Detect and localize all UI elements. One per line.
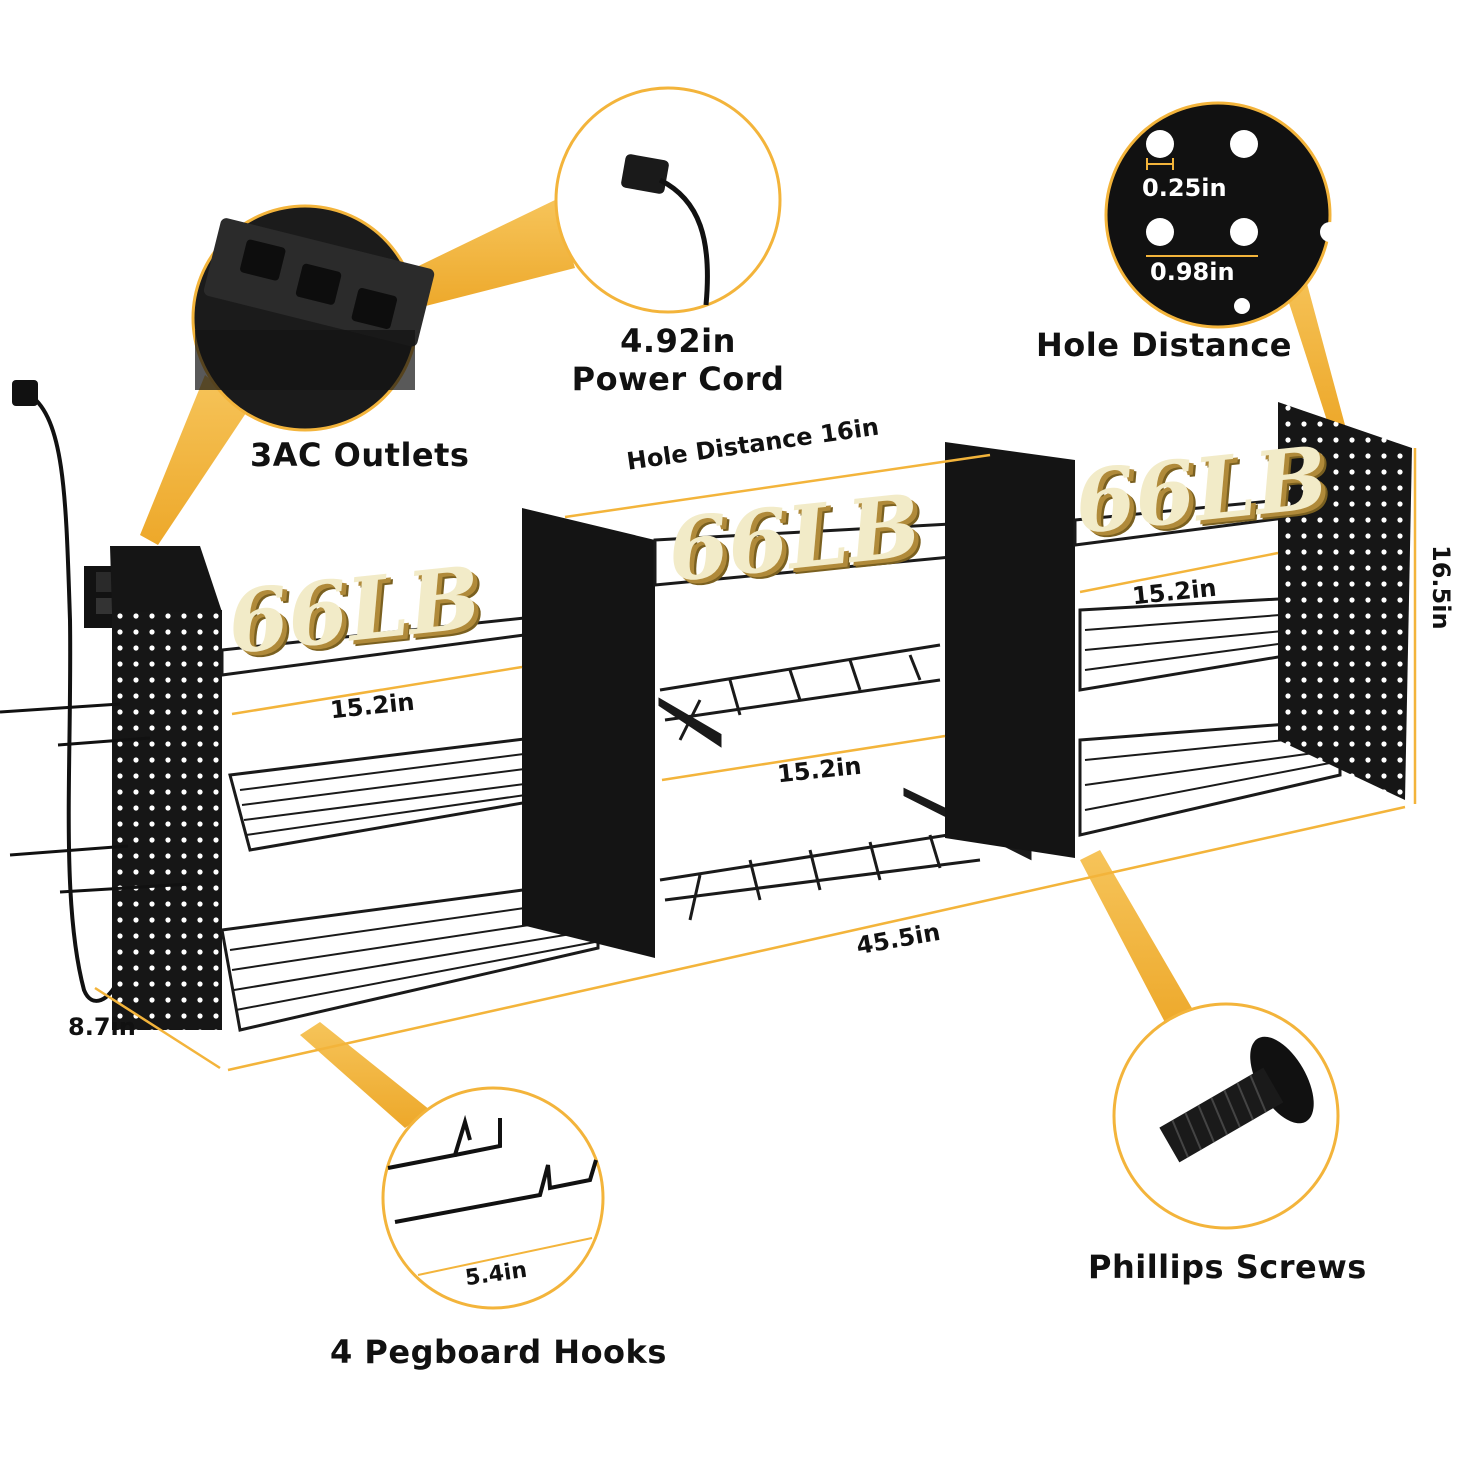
left-power-cord (12, 380, 120, 1003)
power-cord-label: Power Cord (571, 360, 785, 398)
hooks-callout-circle (381, 1086, 605, 1310)
left-shelves (220, 608, 602, 1032)
callout-beams (140, 200, 1345, 1128)
hole-diameter-label: 0.25in (1142, 174, 1227, 202)
hooks-label: 4 Pegboard Hooks (330, 1333, 667, 1371)
screws-label: Phillips Screws (1088, 1248, 1367, 1286)
dimension-lines (94, 448, 1417, 1072)
hole-distance-callout-circle (1104, 101, 1340, 329)
right-pegboard-panel (1278, 402, 1412, 800)
center-left-panel (522, 508, 655, 958)
hole-spacing-label: 0.98in (1150, 258, 1235, 286)
depth-label: 8.7in (68, 1013, 136, 1041)
left-hooks (0, 702, 191, 894)
height-label: 16.5in (1427, 545, 1455, 630)
power-cord-value: 4.92in (620, 322, 736, 360)
hole-distance-label: Hole Distance (1036, 326, 1292, 364)
outlets-label: 3AC Outlets (250, 436, 470, 474)
center-right-panel (945, 442, 1075, 858)
left-pegboard-panel (112, 610, 222, 1030)
power-cord-callout-circle (554, 86, 782, 314)
outlets-callout-circle (191, 204, 435, 432)
screw-callout-circle (1112, 1002, 1340, 1230)
